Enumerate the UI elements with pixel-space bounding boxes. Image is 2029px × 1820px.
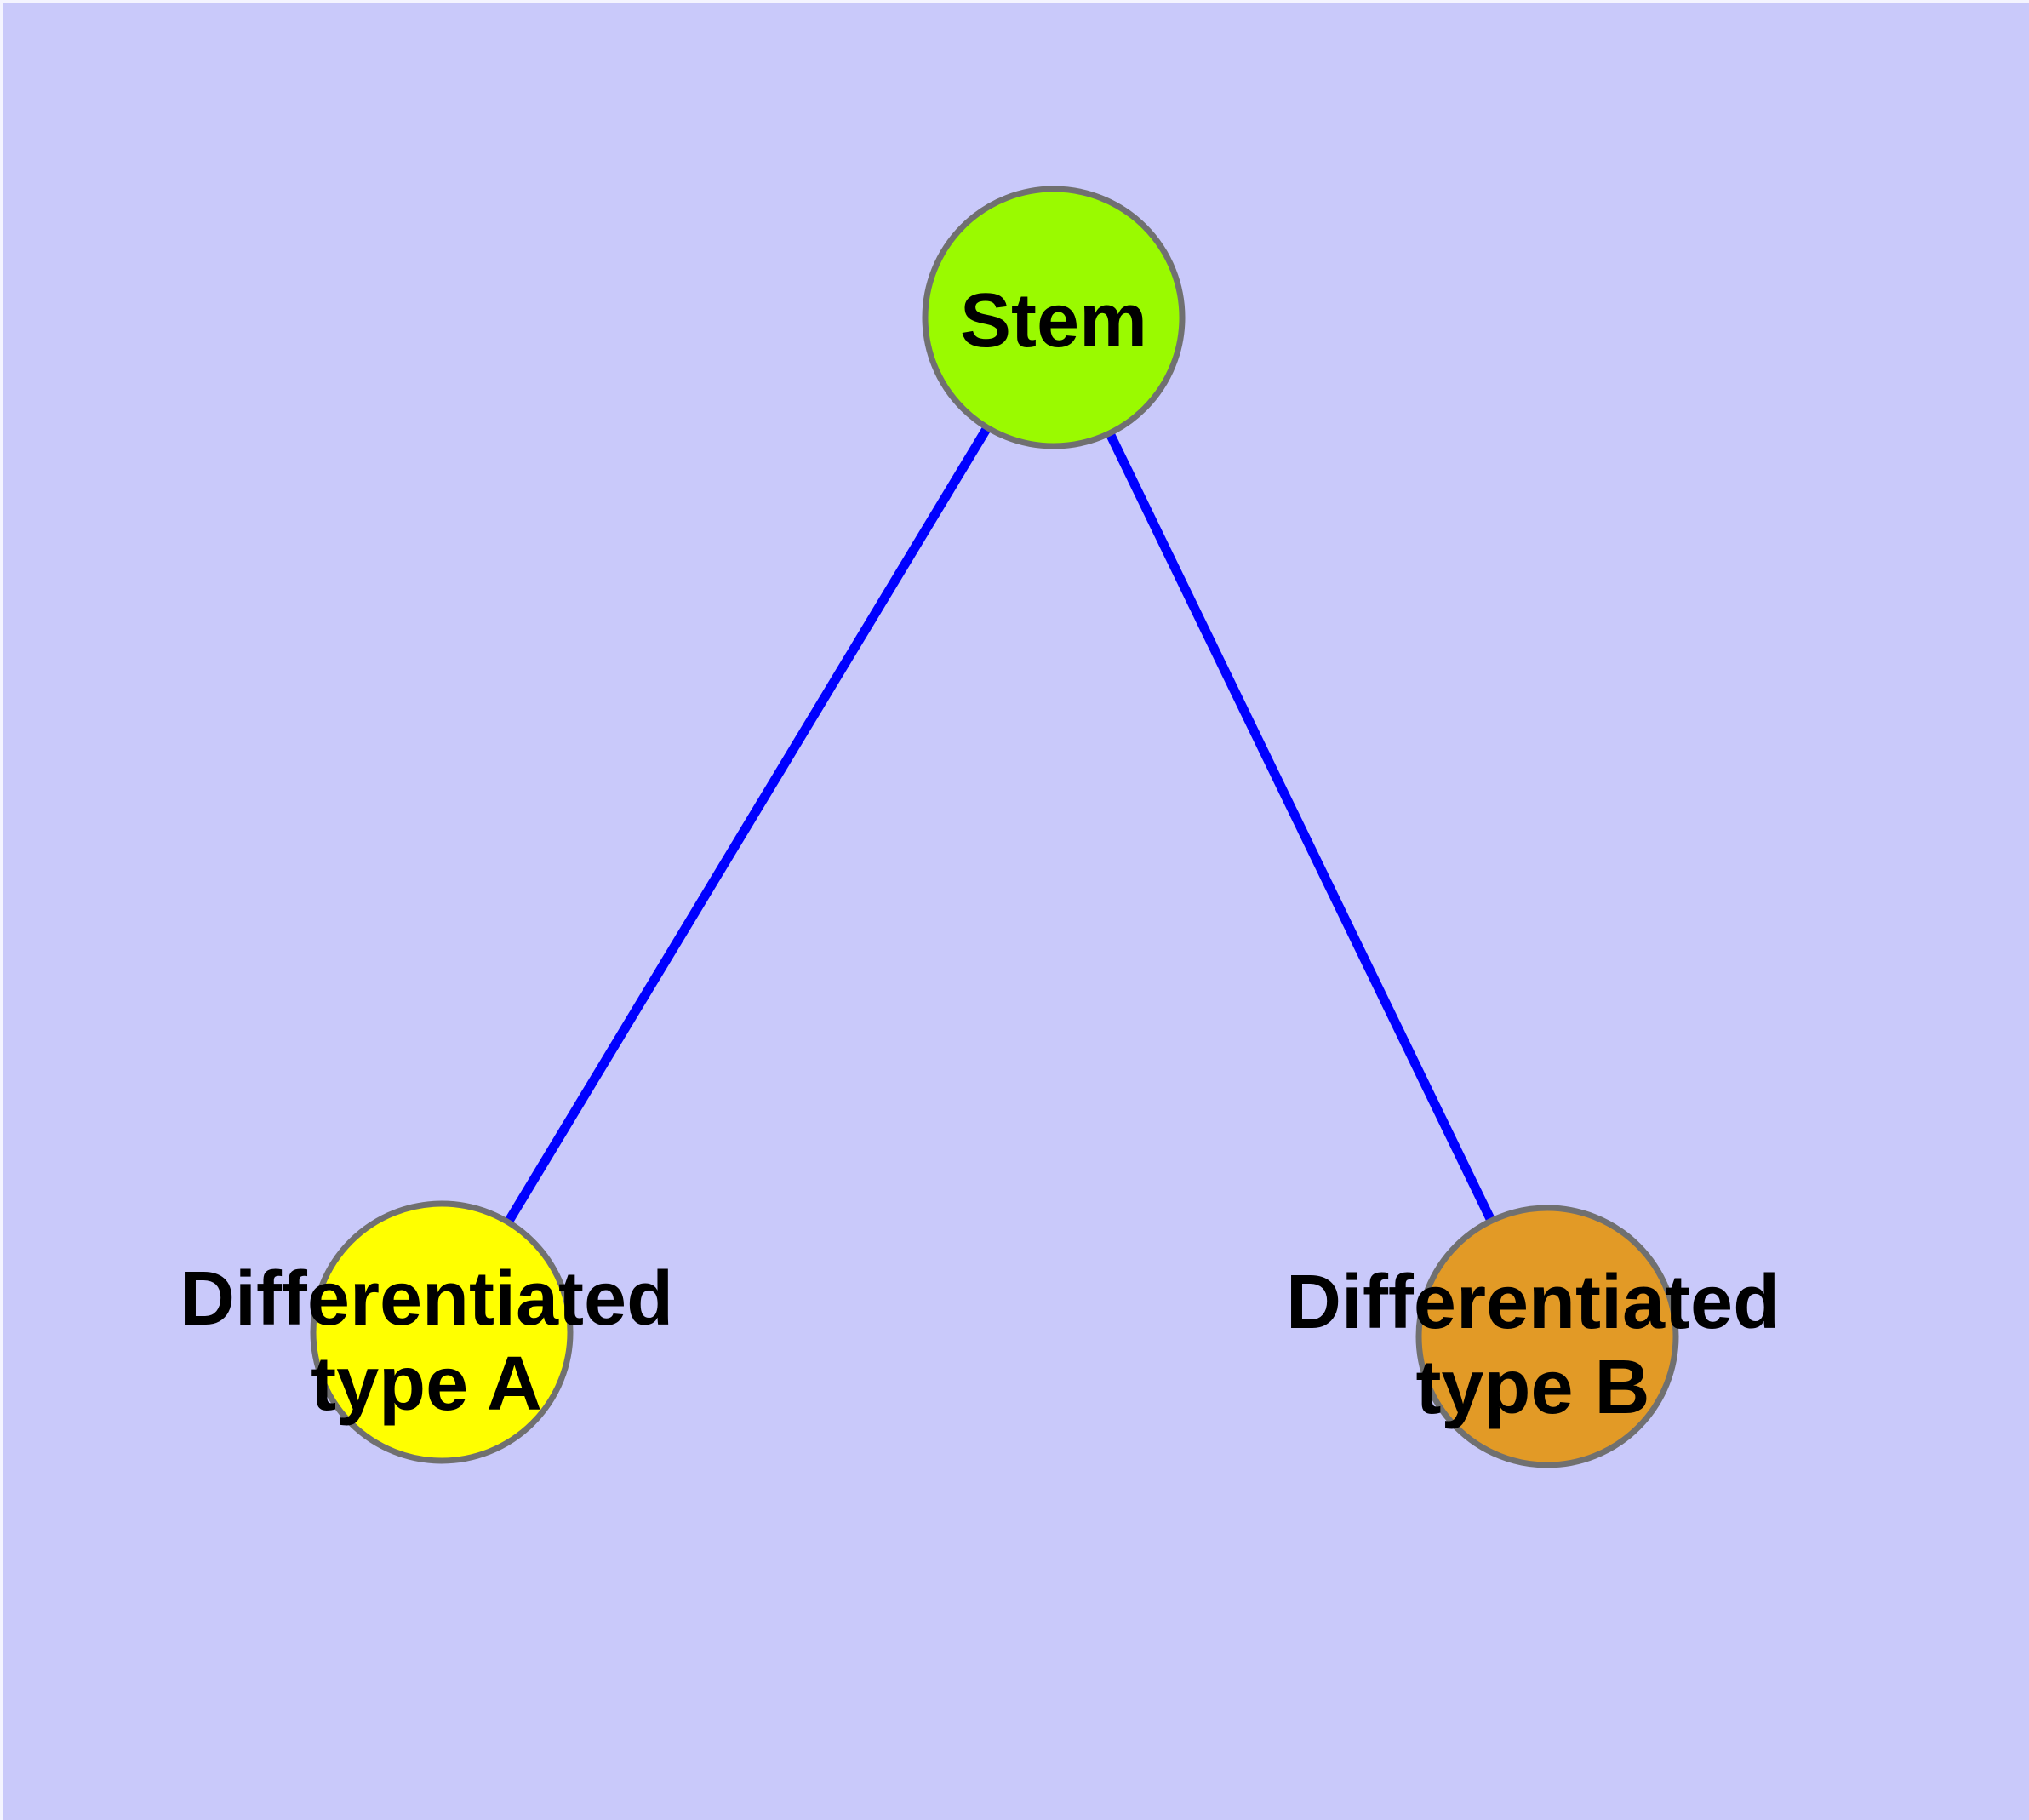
left-border-strip bbox=[0, 0, 3, 1820]
type-a-label-line1: Differentiated bbox=[179, 1256, 674, 1342]
stem-node[interactable] bbox=[922, 186, 1186, 449]
type-a-node-label: Differentiated type A bbox=[180, 1256, 673, 1427]
top-border-strip bbox=[0, 0, 2029, 3]
type-b-label-line1: Differentiated bbox=[1285, 1260, 1780, 1345]
edge-stem-to-type-b[interactable] bbox=[1049, 315, 1552, 1339]
type-b-label-line2: type B bbox=[1415, 1345, 1650, 1430]
edge-stem-to-type-a[interactable] bbox=[437, 315, 1058, 1335]
type-a-label-line2: type A bbox=[311, 1342, 542, 1427]
type-b-node-label: Differentiated type B bbox=[1286, 1260, 1780, 1430]
type-b-node[interactable] bbox=[1415, 1205, 1679, 1468]
stem-node-label: Stem bbox=[959, 278, 1148, 363]
type-a-node[interactable] bbox=[310, 1200, 574, 1464]
